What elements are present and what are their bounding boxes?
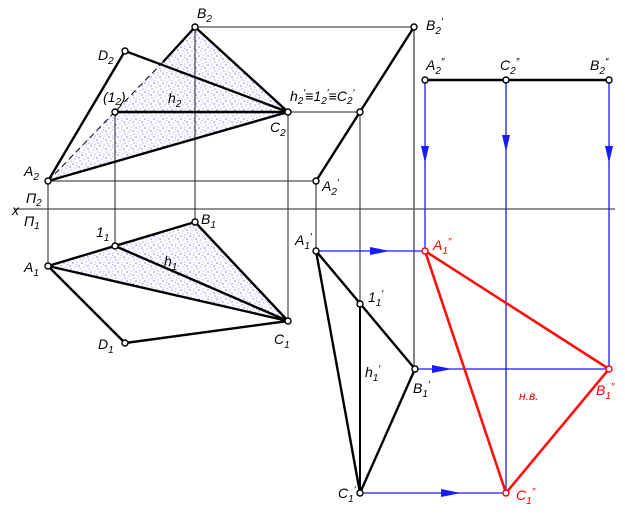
label-a2p: A2′	[321, 178, 340, 198]
label-h2: h2	[168, 90, 182, 110]
label-b2: B2	[197, 5, 212, 25]
label-h1p: h1′	[365, 364, 381, 384]
arrow-down-b	[605, 146, 613, 163]
label-a2pp: A2″	[425, 57, 445, 77]
label-b1: B1	[201, 211, 216, 231]
arrow-right-a	[370, 247, 390, 255]
label-c1: C1	[274, 331, 290, 351]
label-d1: D1	[98, 336, 114, 356]
arrow-down-a	[421, 146, 429, 163]
label-h2p-1-2p-c2p: h2′≡12′≡C2′	[290, 88, 356, 107]
axis-x-label: x	[11, 202, 20, 218]
label-a1: A1	[23, 259, 39, 279]
arrow-right-c	[441, 489, 461, 497]
label-1-2: (12)	[103, 89, 126, 108]
label-b1p: B1′	[413, 380, 431, 400]
label-b2p: B2′	[426, 17, 444, 37]
top-projection	[46, 220, 290, 345]
label-a2: A2	[23, 163, 39, 183]
arrow-down-c	[502, 135, 510, 152]
projection-arrows	[316, 80, 613, 497]
label-a1p: A1′	[294, 232, 313, 252]
label-h1: h1	[164, 253, 177, 273]
label-c1pp: C1″	[516, 487, 536, 507]
label-1-1: 11	[96, 224, 109, 244]
true-size-triangle	[423, 249, 611, 495]
plane-p2-label: П2	[26, 190, 42, 209]
label-b1pp: B1″	[596, 382, 615, 402]
label-c2: C2	[270, 119, 286, 139]
label-b2pp: B2″	[590, 57, 609, 77]
label-1-1p: 11′	[368, 289, 384, 309]
edge-view-abc	[314, 26, 416, 182]
link-lines	[47, 26, 415, 369]
front-projection	[46, 25, 290, 183]
label-c1p: C1′	[338, 485, 357, 505]
plane-p1-label: П1	[24, 213, 40, 232]
label-d2: D2	[98, 47, 114, 67]
points	[44, 23, 613, 497]
arrow-right-b	[432, 365, 452, 373]
label-c2pp: C2″	[500, 57, 520, 77]
triangle-a1p-b1p-c1p	[314, 249, 417, 495]
true-size-label: н.в.	[519, 389, 539, 403]
label-a1pp: A1″	[432, 237, 452, 257]
triangle-abc-front-fill	[48, 27, 288, 181]
